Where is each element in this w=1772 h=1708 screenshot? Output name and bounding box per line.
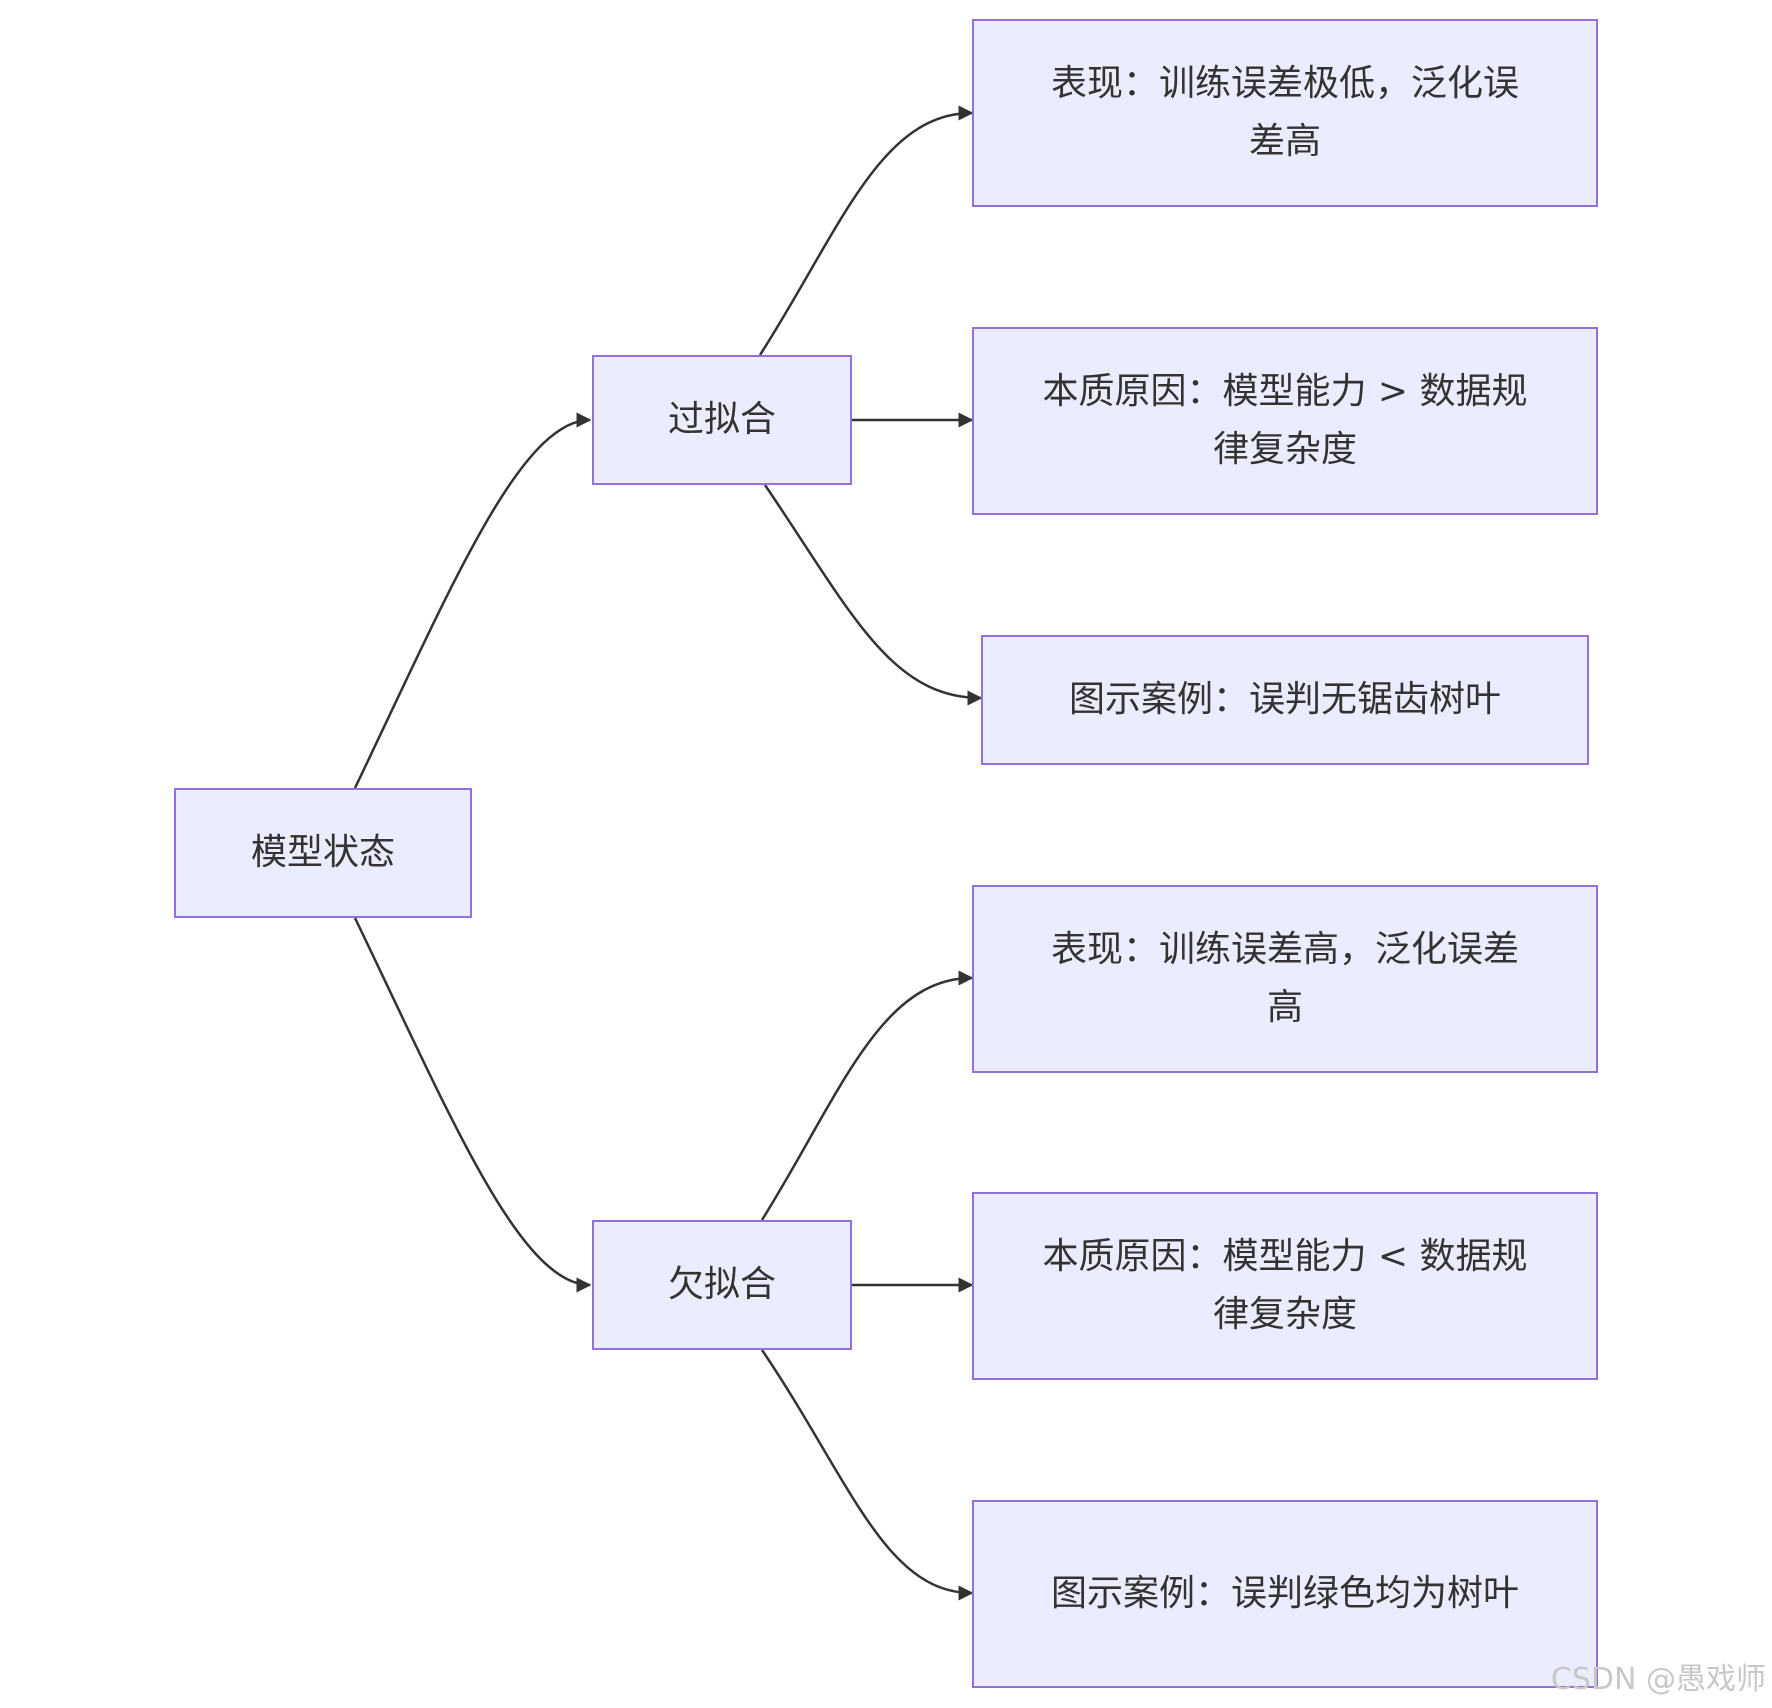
edge-overfit-symptom xyxy=(758,105,974,356)
node-overfit: 过拟合 xyxy=(592,355,852,485)
edge-underfit-example xyxy=(760,1349,974,1601)
node-under-cause-label: 本质原因：模型能力 < 数据规律复杂度 xyxy=(1042,1236,1528,1335)
node-over-example-label: 图示案例：误判无锯齿树叶 xyxy=(1068,679,1501,720)
node-overfit-label: 过拟合 xyxy=(667,399,776,440)
node-underfit: 欠拟合 xyxy=(592,1220,852,1350)
node-under-symptom: 表现：训练误差高，泛化误差高 xyxy=(972,885,1598,1073)
node-over-cause: 本质原因：模型能力 > 数据规律复杂度 xyxy=(972,327,1598,515)
edge-root-overfit xyxy=(353,412,592,789)
node-under-example-label: 图示案例：误判绿色均为树叶 xyxy=(1050,1573,1519,1614)
node-under-cause: 本质原因：模型能力 < 数据规律复杂度 xyxy=(972,1192,1598,1380)
node-root: 模型状态 xyxy=(174,788,472,918)
node-over-cause-label: 本质原因：模型能力 > 数据规律复杂度 xyxy=(1042,371,1528,470)
node-underfit-label: 欠拟合 xyxy=(667,1264,776,1305)
node-over-symptom-label: 表现：训练误差极低，泛化误差高 xyxy=(1050,63,1519,162)
edge-root-underfit xyxy=(353,917,592,1293)
watermark: CSDN @愚戏师 xyxy=(1550,1662,1766,1697)
node-over-symptom: 表现：训练误差极低，泛化误差高 xyxy=(972,19,1598,207)
edge-overfit-example xyxy=(763,484,983,706)
node-under-symptom-label: 表现：训练误差高，泛化误差高 xyxy=(1050,929,1519,1028)
edge-underfit-symptom xyxy=(760,970,974,1221)
node-root-label: 模型状态 xyxy=(250,832,395,873)
node-under-example: 图示案例：误判绿色均为树叶 xyxy=(972,1500,1598,1688)
node-over-example: 图示案例：误判无锯齿树叶 xyxy=(981,635,1589,765)
